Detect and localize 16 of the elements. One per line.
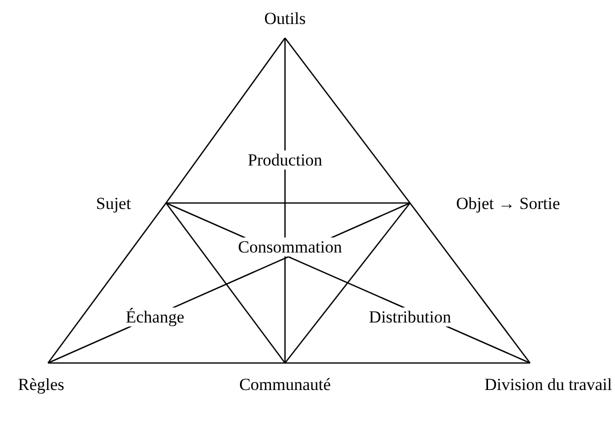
connector-line — [284, 202, 411, 364]
connector-line — [284, 38, 286, 363]
vertex-label: Outils — [264, 10, 306, 27]
vertex-label: Sujet — [96, 194, 131, 212]
connector-line — [284, 38, 411, 204]
vertex-label: Règles — [18, 376, 64, 393]
connector-line — [48, 362, 285, 364]
vertex-label: Communauté — [239, 376, 331, 393]
connector-line — [166, 202, 410, 204]
vertex-label: Objet → Sortie — [456, 194, 560, 212]
connector-line — [165, 202, 286, 364]
connector-line — [285, 362, 530, 364]
connector-line — [165, 38, 286, 204]
connector-line — [47, 202, 167, 364]
vertex-label: Division du travail — [484, 376, 612, 393]
connector-line — [409, 202, 531, 364]
